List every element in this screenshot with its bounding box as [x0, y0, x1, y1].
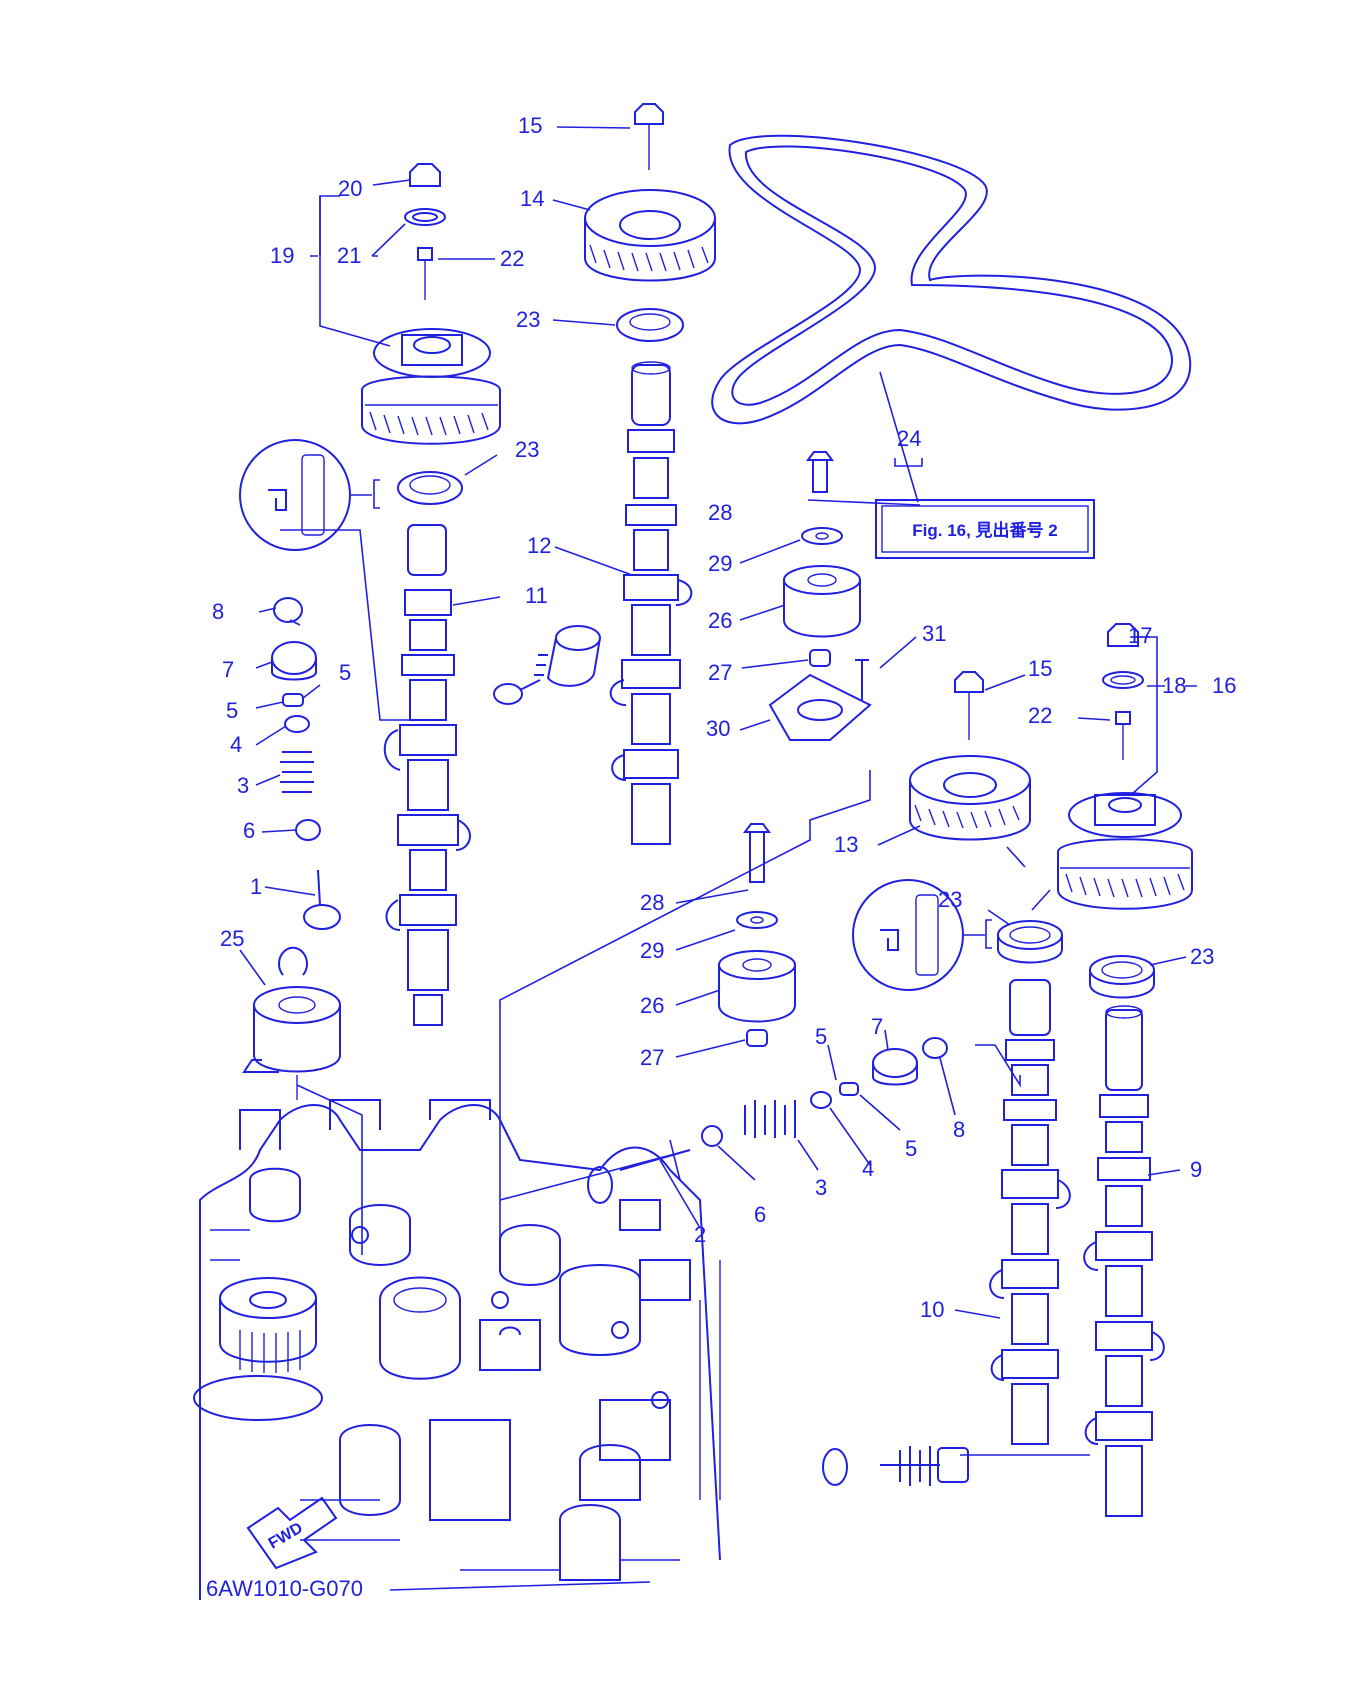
- callout-labels: 1 2 3 3 4 4 5 5 5 5 6 6 7 7 8 8 9 10 11 …: [212, 113, 1236, 1322]
- reference-text: Fig. 16, 見出番号 2: [912, 520, 1057, 540]
- callout-8: 8: [212, 599, 224, 624]
- callout-5: 5: [815, 1024, 827, 1049]
- callout-31: 31: [922, 621, 946, 646]
- right-vvt-pulley-16: [1057, 623, 1193, 910]
- fwd-badge: FWD: [246, 1496, 338, 1570]
- callout-17: 17: [1128, 623, 1152, 648]
- callout-23: 23: [516, 307, 540, 332]
- left-cam-pulley: [361, 163, 501, 445]
- engine-block: [193, 1099, 721, 1600]
- callout-27: 27: [708, 660, 732, 685]
- callout-22: 22: [500, 246, 524, 271]
- center-cam-pulley: [584, 103, 716, 342]
- callout-1: 1: [250, 874, 262, 899]
- callout-6: 6: [754, 1202, 766, 1227]
- center-camshaft: [609, 361, 693, 845]
- callout-26: 26: [640, 993, 664, 1018]
- callout-14: 14: [520, 186, 544, 211]
- callout-9: 9: [1190, 1157, 1202, 1182]
- right-cam-pulley-13: [909, 671, 1031, 841]
- callout-28: 28: [708, 500, 732, 525]
- center-valve-parts: [493, 625, 601, 705]
- right-valve-train: [587, 1037, 969, 1486]
- callout-20: 20: [338, 176, 362, 201]
- callout-5: 5: [905, 1136, 917, 1161]
- callout-13: 13: [834, 832, 858, 857]
- callout-27: 27: [640, 1045, 664, 1070]
- callout-11: 11: [525, 583, 548, 608]
- timing-belt: [711, 134, 1192, 503]
- callout-18: 18: [1162, 673, 1186, 698]
- callout-4: 4: [862, 1156, 874, 1181]
- callout-19: 19: [270, 243, 294, 268]
- left-tensioner: [242, 946, 341, 1100]
- callout-24: 24: [897, 426, 921, 451]
- callout-15: 15: [518, 113, 542, 138]
- callout-5: 5: [226, 698, 238, 723]
- callout-3: 3: [237, 773, 249, 798]
- callout-28: 28: [640, 890, 664, 915]
- lower-tensioner: [718, 823, 796, 1047]
- callout-23: 23: [938, 887, 962, 912]
- left-valve-train: [271, 597, 341, 930]
- left-camshaft: [383, 471, 471, 1026]
- callout-21: 21: [337, 243, 361, 268]
- callout-29: 29: [640, 938, 664, 963]
- callout-10: 10: [920, 1297, 944, 1322]
- callout-7: 7: [871, 1014, 883, 1039]
- connection-lines: [280, 529, 1090, 1456]
- callout-8: 8: [953, 1117, 965, 1142]
- callout-22: 22: [1028, 703, 1052, 728]
- left-inset-circle: [239, 439, 380, 551]
- right-camshaft-10: [989, 979, 1071, 1445]
- callout-23: 23: [515, 437, 539, 462]
- callout-leaders: [239, 126, 1197, 1319]
- callout-16: 16: [1212, 673, 1236, 698]
- callout-26: 26: [708, 608, 732, 633]
- callout-4: 4: [230, 732, 242, 757]
- reference-box: Fig. 16, 見出番号 2: [875, 499, 1095, 559]
- callout-30: 30: [706, 716, 730, 741]
- upper-tensioner: [768, 451, 872, 741]
- callout-2: 2: [694, 1222, 706, 1247]
- callout-23: 23: [1190, 944, 1214, 969]
- callout-7: 7: [222, 657, 234, 682]
- callout-15: 15: [1028, 656, 1052, 681]
- diagram-code: 6AW1010-G070: [206, 1576, 363, 1601]
- callout-6: 6: [243, 818, 255, 843]
- fwd-label: FWD: [266, 1520, 306, 1553]
- right-inset-circle: [852, 879, 992, 991]
- callout-5: 5: [339, 660, 351, 685]
- callout-25: 25: [220, 926, 244, 951]
- callout-3: 3: [815, 1175, 827, 1200]
- callout-12: 12: [527, 533, 551, 558]
- callout-29: 29: [708, 551, 732, 576]
- right-camshaft-9: [1083, 1005, 1165, 1517]
- right-seals: [997, 920, 1155, 999]
